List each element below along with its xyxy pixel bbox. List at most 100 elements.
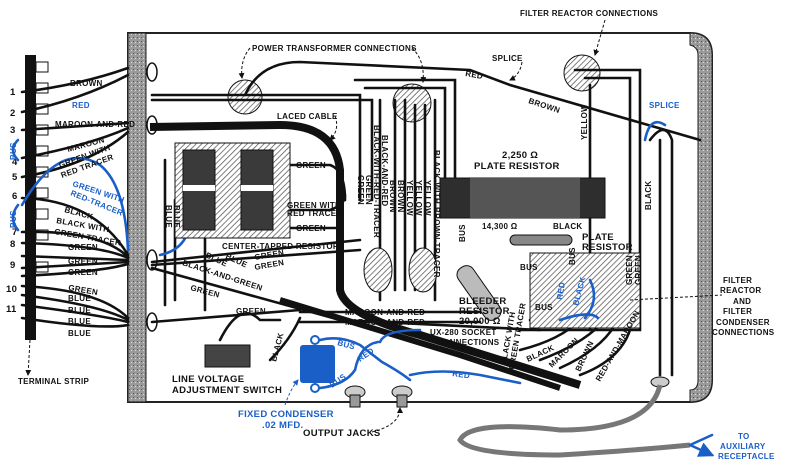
wire-label: BLACK bbox=[644, 181, 653, 211]
wire-label: BUS bbox=[458, 224, 467, 242]
filter-label: REACTOR bbox=[720, 286, 762, 295]
fixed-condenser bbox=[300, 328, 522, 393]
wire-label: BLUE bbox=[172, 205, 181, 228]
terminal-number: 5 bbox=[12, 172, 18, 183]
switch-label: LINE VOLTAGE bbox=[172, 374, 244, 385]
plate-resistor-value: 2,250 Ω bbox=[502, 150, 538, 161]
terminal-strip-label: TERMINAL STRIP bbox=[18, 377, 90, 386]
line-voltage-switch[interactable] bbox=[204, 344, 251, 368]
wire-label: GREEN bbox=[625, 255, 634, 285]
wire-label: GREEN bbox=[634, 255, 643, 285]
wire-label: GREEN bbox=[296, 224, 326, 233]
wire-label: MAROON-AND-RED bbox=[345, 308, 425, 317]
wire-label: YELLOW bbox=[423, 180, 432, 216]
wire-label: BROWN bbox=[70, 79, 103, 88]
callouts: POWER TRANSFORMER CONNECTIONS FILTER REA… bbox=[172, 9, 775, 461]
wire-label: RED TRACER bbox=[287, 209, 342, 218]
ux280-label: CONNECTIONS bbox=[437, 338, 500, 347]
wire-label: BLUE bbox=[68, 317, 91, 326]
wire-label: BLUE bbox=[164, 205, 173, 228]
wire-label: RED bbox=[555, 281, 567, 300]
terminal-number: 9 bbox=[10, 260, 16, 271]
bleeder-label: RESISTOR bbox=[459, 306, 510, 317]
terminal-number: 11 bbox=[6, 304, 17, 315]
wire-label: BLUE bbox=[68, 294, 91, 303]
wire-label: BUS bbox=[535, 303, 553, 312]
terminal-number: 8 bbox=[10, 239, 16, 250]
wire-label: BLUE bbox=[68, 306, 91, 315]
plate-resistor-2250 bbox=[439, 177, 606, 219]
wire-label: YELLOW bbox=[414, 180, 423, 216]
wire-label: BLACK-WITH-BROWN-TRACER bbox=[432, 150, 441, 278]
bus-label: BUS bbox=[9, 142, 18, 160]
wire-label: GREEN WITH bbox=[287, 201, 341, 210]
filter-label: AND bbox=[733, 297, 751, 306]
wire-label: BLACK bbox=[553, 222, 583, 231]
socket-blue-wires bbox=[558, 278, 600, 322]
terminal-numbers: 1 2 3 4 5 6 7 8 9 10 11 bbox=[6, 87, 18, 315]
wire-label: BUS bbox=[520, 263, 538, 272]
center-tapped-resistors bbox=[174, 142, 291, 239]
switch-label: ADJUSTMENT SWITCH bbox=[172, 385, 282, 396]
bleeder-value: 20,000 Ω bbox=[459, 316, 501, 327]
plate-resistor-label: PLATE RESISTOR bbox=[474, 161, 560, 172]
wire-label: MAROON-AND-RED bbox=[345, 318, 425, 327]
condenser-label: .02 MFD. bbox=[262, 420, 303, 431]
terminal-number: 4 bbox=[12, 157, 18, 168]
wire-label: GREEN bbox=[356, 175, 365, 205]
wire-label: GREEN bbox=[68, 268, 98, 277]
terminal-number: 7 bbox=[12, 227, 18, 238]
filter-label: FILTER bbox=[723, 276, 752, 285]
wire-label: YELLOW bbox=[580, 104, 589, 140]
filter-reactor-connections-label: FILTER REACTOR CONNECTIONS bbox=[520, 9, 659, 18]
splice-blue-label: SPLICE bbox=[649, 101, 680, 110]
aux-label: TO bbox=[738, 432, 750, 441]
wire-label: BLUE bbox=[68, 329, 91, 338]
filter-label: CONDENSER bbox=[716, 318, 770, 327]
terminal-number: 1 bbox=[10, 87, 16, 98]
wire-label: MAROON-AND-RED bbox=[55, 120, 135, 129]
terminal-wires bbox=[11, 66, 130, 328]
plate-resistor-14300 bbox=[509, 234, 573, 246]
terminal-number: 2 bbox=[10, 108, 16, 119]
wire-label: BLACK-WITH-RED-TRACER bbox=[372, 125, 381, 238]
wire-label: RED bbox=[72, 101, 90, 110]
condenser-label: FIXED CONDENSER bbox=[238, 409, 334, 420]
wire-label: GREEN bbox=[236, 307, 266, 316]
auxiliary-cable bbox=[457, 376, 712, 455]
bleeder-label: BLEEDER bbox=[459, 296, 507, 307]
laced-cable-label: LACED CABLE bbox=[277, 112, 338, 121]
output-jacks[interactable] bbox=[344, 385, 413, 408]
wire-label: GREEN bbox=[364, 175, 373, 205]
filter-label: FILTER bbox=[723, 307, 752, 316]
output-jacks-label: OUTPUT JACKS bbox=[303, 428, 381, 439]
aux-label: RECEPTACLE bbox=[718, 452, 775, 461]
wire-label: BROWN bbox=[396, 180, 405, 213]
plate-resistor2-value: 14,300 Ω bbox=[482, 222, 518, 231]
wire-label: BROWN bbox=[388, 180, 397, 213]
wire-label: GREEN bbox=[68, 243, 98, 252]
wire-label: BLACK-AND-RED bbox=[380, 135, 389, 206]
bleeder-resistor bbox=[456, 265, 502, 321]
aux-label: AUXILIARY bbox=[720, 442, 766, 451]
terminal-number: 6 bbox=[12, 191, 18, 202]
transformer-sockets bbox=[227, 54, 601, 123]
filter-label: CONNECTIONS bbox=[712, 328, 775, 337]
plate-resistor2-label: PLATE bbox=[582, 232, 614, 243]
power-transformer-label: POWER TRANSFORMER CONNECTIONS bbox=[252, 44, 417, 53]
wire-label: YELLOW bbox=[405, 180, 414, 216]
bus-label: BUS bbox=[9, 210, 18, 228]
plate-resistor2-label: RESISTOR bbox=[582, 242, 633, 253]
center-tapped-resistors-label: CENTER-TAPPED RESISTORS bbox=[222, 242, 345, 251]
terminal-number: 3 bbox=[10, 125, 16, 136]
ux280-label: UX-280 SOCKET bbox=[430, 328, 497, 337]
laced-cable bbox=[149, 120, 582, 391]
socket-left bbox=[363, 247, 393, 293]
wire-label: RED bbox=[465, 69, 484, 81]
wire-label: BUS bbox=[568, 247, 577, 265]
wire-label: GREEN bbox=[296, 161, 326, 170]
splice-label: SPLICE bbox=[492, 54, 523, 63]
terminal-number: 10 bbox=[6, 284, 17, 295]
